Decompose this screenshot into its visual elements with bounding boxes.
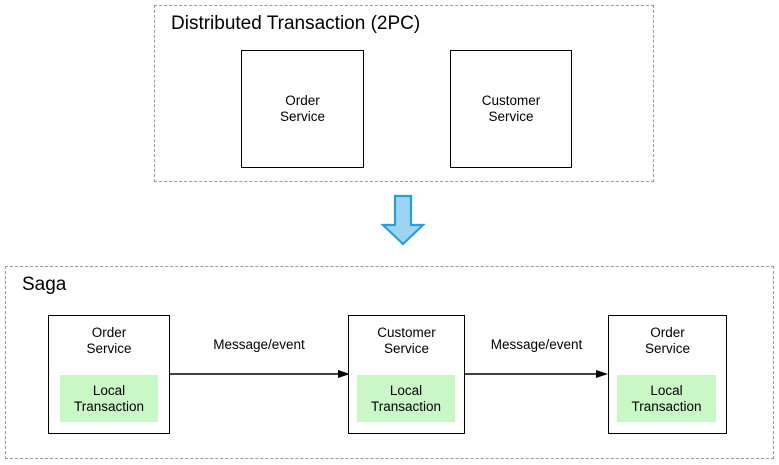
- local-transaction-chip-saga-customer-service: Local Transaction: [357, 375, 455, 422]
- group-title-saga: Saga: [22, 274, 67, 295]
- service-label-saga-order-service-2: Order Service: [644, 325, 690, 356]
- service-box-order-service-top[interactable]: [241, 50, 364, 168]
- connector-label-1: Message/event: [213, 337, 305, 352]
- group-title-distributed-transaction: Distributed Transaction (2PC): [171, 13, 421, 34]
- service-label-saga-customer-service: Customer Service: [377, 325, 436, 356]
- service-box-customer-service-top[interactable]: [450, 50, 572, 168]
- connector-arrow-1: [170, 369, 350, 379]
- group-saga: [5, 266, 774, 459]
- connector-label-2: Message/event: [490, 337, 583, 352]
- local-transaction-chip-saga-order-service-1: Local Transaction: [60, 375, 158, 422]
- group-distributed-transaction: [154, 5, 654, 182]
- downward-transition-arrow-icon: [380, 194, 426, 246]
- local-transaction-chip-saga-order-service-2: Local Transaction: [617, 375, 716, 422]
- service-label-order-service-top: Order Service: [279, 93, 325, 124]
- service-label-saga-order-service-1: Order Service: [86, 325, 132, 356]
- service-label-customer-service-top: Customer Service: [481, 93, 541, 124]
- connector-arrow-2: [465, 369, 608, 379]
